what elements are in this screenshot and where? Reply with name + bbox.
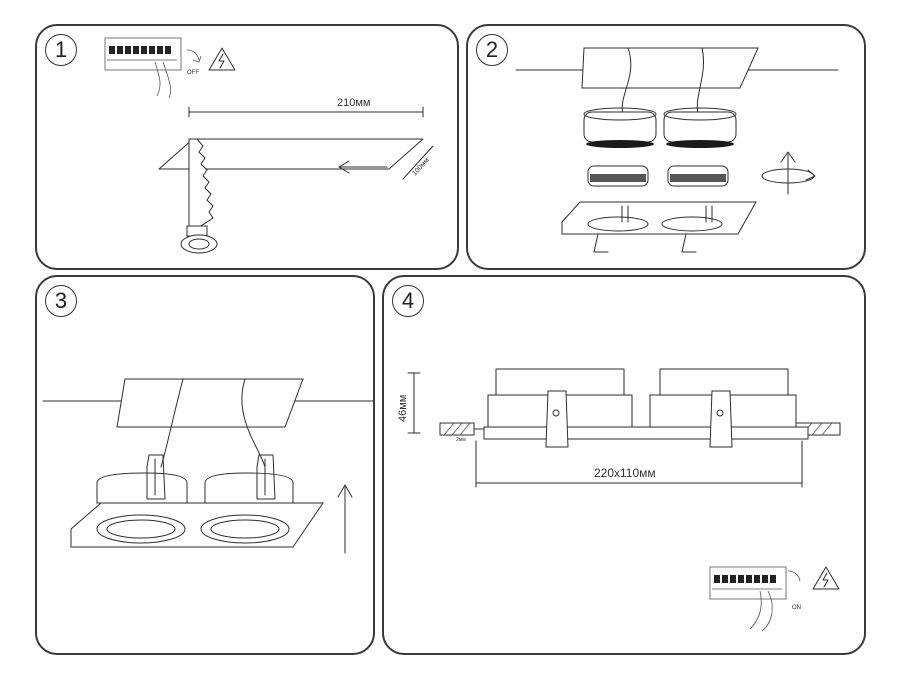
high-voltage-icon [812,566,840,590]
rotate-arrow-icon [761,168,816,184]
switch-off-label: OFF [187,70,199,76]
height-label: 46мм [397,395,409,422]
circuit-breaker-icon [709,566,801,632]
step-4-illustration: 46мм 2мм 220x110мм [397,368,841,632]
step-4-number: 4 [392,285,424,317]
thickness-label: 2мм [456,437,466,443]
step-1-illustration: OFF 210мм 100мм [104,37,434,254]
up-arrow-icon [780,151,796,195]
step-2-illustration [515,47,839,253]
step-1-panel: 1 OFF 210мм 100мм [35,24,459,270]
switch-on-label: ON [792,605,801,611]
circuit-breaker-icon [104,37,202,99]
step-2-panel: 2 [466,24,866,270]
size-label: 220x110мм [594,466,656,480]
step-3-illustration [42,378,374,554]
jigsaw-icon [180,138,218,254]
step-2-number: 2 [476,34,508,66]
width-label: 210мм [337,97,370,109]
step-3-number: 3 [45,285,77,317]
high-voltage-icon [208,47,236,71]
step-3-panel: 3 [35,275,375,655]
step-4-panel: 4 46мм 2мм 220x110мм [382,275,866,655]
step-1-number: 1 [45,34,77,66]
